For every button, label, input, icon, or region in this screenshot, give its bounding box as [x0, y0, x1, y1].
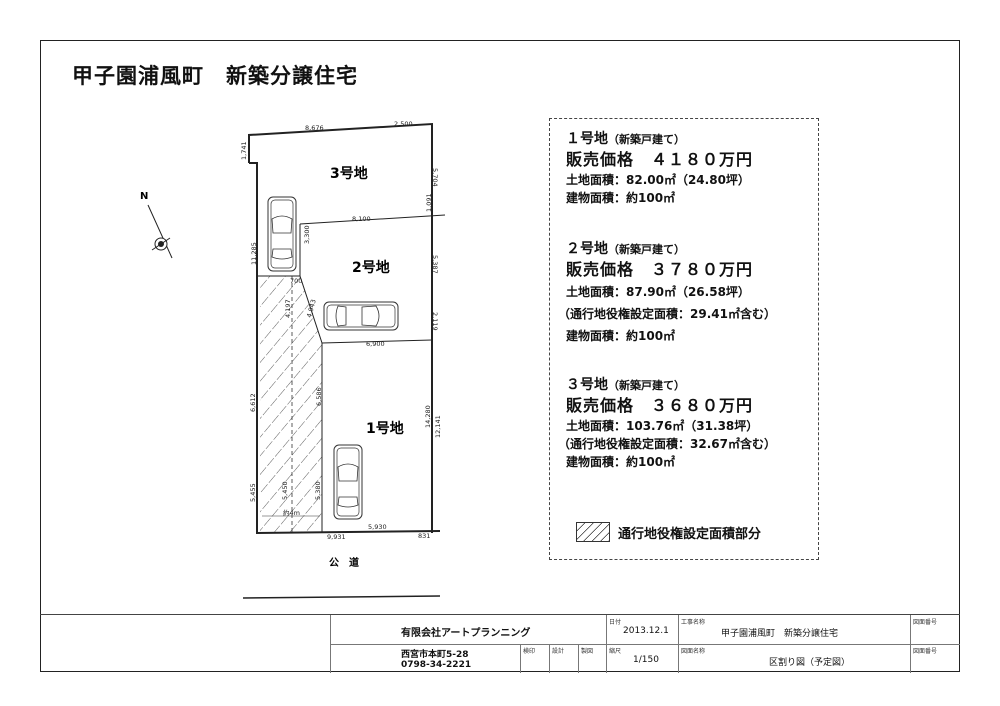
dim-label: 1,741 [240, 141, 248, 160]
legend-label: 通行地役権設定面積部分 [618, 526, 762, 542]
drawing-name: 区割り図（予定図） [769, 658, 851, 668]
page-title: 甲子園浦風町 新築分譲住宅 [72, 64, 358, 88]
title-block: 有限会社アートプランニング 西宮市本町5-28 0798-34-2221 検印 … [40, 614, 960, 673]
lot-info-3: ３号地（新築戸建て） 販売価格 ３６８０万円 土地面積：103.76㎡（31.3… [558, 376, 776, 471]
dim-label: 6,586 [315, 387, 323, 406]
lot-2-1-divider [321, 339, 433, 344]
building-area: 建物面積：約100㎡ [566, 329, 676, 343]
lot-info-1: １号地（新築戸建て） 販売価格 ４１８０万円 土地面積：82.00㎡（24.80… [566, 130, 753, 207]
check-label: 検印 [523, 648, 536, 655]
car-icon [267, 196, 297, 272]
building-area: 建物面積：約100㎡ [566, 191, 676, 205]
drawing-number-label: 図面番号 [913, 619, 938, 626]
lot-price: 販売価格 ４１８０万円 [566, 150, 754, 169]
hatch-swatch-icon [576, 522, 610, 542]
lot-type: （新築戸建て） [608, 243, 685, 256]
dim-label: 2,119 [431, 312, 439, 331]
lot-price: 販売価格 ３６８０万円 [566, 396, 754, 415]
dim-label: 5,387 [431, 255, 439, 274]
project-label: 工事名称 [681, 619, 706, 626]
lot-info-2: ２号地（新築戸建て） 販売価格 ３７８０万円 土地面積：87.90㎡（26.58… [558, 240, 776, 345]
dim-label: 1,091 [425, 193, 433, 212]
dim-label: 11,285 [250, 242, 258, 265]
dim-label: 6,900 [366, 340, 385, 348]
lot-info-panel [549, 118, 819, 560]
dim-label: 5,455 [249, 483, 257, 502]
dim-label: 6,612 [249, 393, 257, 412]
lot-boundary [248, 122, 433, 533]
dim-label: 4,197 [284, 299, 292, 318]
easement-area-text: （通行地役権設定面積：32.67㎡含む） [558, 437, 776, 451]
car-icon [323, 301, 399, 331]
dim-label: 8,100 [352, 215, 371, 223]
car-icon [333, 444, 363, 520]
legend: 通行地役権設定面積部分 [576, 522, 761, 542]
dim-label: 約4m [283, 508, 300, 517]
building-area: 建物面積：約100㎡ [566, 455, 676, 469]
road-label: 公 道 [329, 556, 359, 569]
dim-label: 3,300 [303, 225, 311, 244]
dim-label: 2,500 [394, 120, 413, 128]
drawing-name-label: 図面名称 [681, 648, 706, 655]
dim-label: 5,704 [431, 168, 439, 187]
phone: 0798-34-2221 [401, 660, 472, 670]
dim-label: 831 [418, 532, 430, 540]
lot-label-3: 3号地 [330, 165, 368, 182]
north-label: N [140, 191, 148, 202]
drawing-number-label: 図面番号 [913, 648, 938, 655]
road-edge [242, 595, 441, 599]
easement-area [260, 276, 322, 533]
lot-boundary-left [249, 162, 441, 535]
company-name: 有限会社アートプランニング [401, 628, 531, 639]
drawing-frame [40, 40, 960, 672]
address-cell: 西宮市本町5-28 0798-34-2221 [330, 644, 520, 673]
drafting-label: 製図 [581, 648, 594, 655]
lot-3-2-divider [299, 214, 446, 225]
lot-price: 販売価格 ３７８０万円 [566, 260, 754, 279]
dim-label: 5,380 [314, 481, 322, 500]
dim-label: 5,450 [281, 481, 289, 500]
dim-label: 12,141 [434, 415, 442, 438]
land-area: 土地面積：103.76㎡（31.38坪） [566, 419, 759, 433]
design-label: 設計 [552, 648, 565, 655]
dim-label: 5,930 [368, 523, 387, 531]
company-cell: 有限会社アートプランニング [330, 615, 606, 644]
date: 2013.12.1 [623, 626, 669, 636]
easement-area-text: （通行地役権設定面積：29.41㎡含む） [558, 307, 776, 321]
lot-label-1: 1号地 [366, 420, 404, 437]
date-label: 日付 [609, 619, 622, 626]
lot-type: （新築戸建て） [608, 133, 685, 146]
dim-label: 14,280 [424, 405, 432, 428]
scale-label: 縮尺 [609, 648, 622, 655]
dim-label: 9,931 [327, 533, 346, 541]
lot-heading: ３号地 [566, 377, 608, 393]
land-area: 土地面積：82.00㎡（24.80坪） [566, 173, 750, 187]
north-arrow-icon [147, 204, 173, 259]
dim-label: 700 [290, 277, 302, 285]
lot-type: （新築戸建て） [608, 379, 685, 392]
lot-heading: ２号地 [566, 241, 608, 257]
lot-heading: １号地 [566, 131, 608, 147]
lot-label-2: 2号地 [352, 259, 390, 276]
project-name: 甲子園浦風町 新築分譲住宅 [721, 629, 839, 639]
scale: 1/150 [633, 655, 659, 665]
lot-2-boundary [299, 224, 323, 533]
address: 西宮市本町5-28 [401, 650, 469, 660]
land-area: 土地面積：87.90㎡（26.58坪） [566, 285, 750, 299]
dim-label: 8,676 [305, 124, 324, 132]
